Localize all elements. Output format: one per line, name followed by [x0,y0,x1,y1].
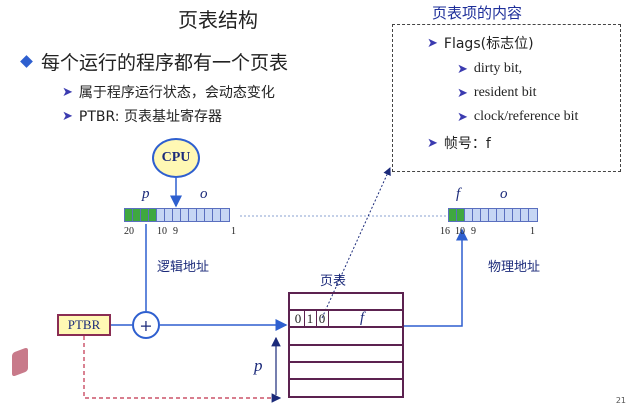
ptbr-dashed-line [83,336,282,403]
flag-text: resident bit [473,85,537,100]
flag-text: clock/reference bit [473,109,579,124]
offset-bit-cell [529,209,537,221]
p-offset-label: p [254,356,263,375]
page-bit-cell [133,209,141,221]
sub-bullet-1: ➤ 属于程序运行状态，会动态变化 [62,82,275,102]
offset-bit-cell [213,209,221,221]
sub-bullet-2: ➤ PTBR: 页表基址寄存器 [62,106,222,126]
logical-tick: 1 [231,226,236,237]
offset-bit-cell [473,209,481,221]
page-table-row [290,380,402,397]
arrow-bullet-icon: ➤ [457,85,468,100]
offset-bit-cell [205,209,213,221]
offset-bit-cell [505,209,513,221]
entry-bit: 1 [304,311,317,327]
physical-tick: 9 [471,226,476,237]
flag-text: dirty bit, [473,61,523,76]
flags-item: ➤ Flags(标志位) [427,33,534,53]
physical-f-label: f [456,186,461,202]
arrow-bullet-icon: ➤ [427,135,438,151]
main-bullet: 每个运行的程序都有一个页表 [20,48,289,75]
page-bit-cell [149,209,157,221]
logical-address-label: 逻辑地址 [157,260,210,275]
entry-content-panel: ➤ Flags(标志位) ➤ dirty bit, ➤ resident bit… [392,24,621,172]
logical-tick: 10 [157,226,167,237]
logical-o-label: o [200,186,208,202]
frame-text: 帧号：f [443,136,491,152]
ptbr-register: PTBR [57,314,111,336]
panel-title: 页表项的内容 [432,4,523,22]
offset-bit-cell [173,209,181,221]
arrow-bullet-icon: ➤ [62,84,73,100]
offset-bit-cell [157,209,165,221]
flag-item: ➤ resident bit [457,85,537,101]
sub-bullet-text: PTBR: 页表基址寄存器 [78,109,222,125]
page-bit-cell [125,209,133,221]
cpu-node: CPU [152,138,200,178]
offset-bit-cell [165,209,173,221]
flag-item: ➤ dirty bit, [457,61,522,77]
page-number: 21 [615,396,626,405]
arrow-bullet-icon: ➤ [62,108,73,124]
offset-bit-cell [489,209,497,221]
page-table-row [290,363,402,380]
logical-address-bits [124,208,230,222]
offset-bit-cell [521,209,529,221]
frame-item: ➤ 帧号：f [427,133,491,153]
page-bit-cell [141,209,149,221]
entry-to-panel-dotted [321,167,391,319]
offset-bit-cell [481,209,489,221]
page-bit-cell [457,209,465,221]
page-table-label: 页表 [320,274,347,289]
arrow-bullet-icon: ➤ [427,35,438,51]
logical-p-label: p [142,186,150,202]
physical-address-bits [448,208,538,222]
offset-bit-cell [197,209,205,221]
offset-bit-cell [513,209,521,221]
entry-bit: 0 [316,311,329,327]
physical-tick: 16 [440,226,450,237]
physical-tick: 10 [455,226,465,237]
adder-node: + [132,311,160,339]
page-table-row [290,328,402,346]
page-title: 页表结构 [178,8,258,32]
page-table: 0 1 0 f [288,292,404,398]
entry-bit: 0 [292,311,305,327]
offset-bit-cell [497,209,505,221]
flags-text: Flags(标志位) [443,36,534,52]
arrow-bullet-icon: ➤ [457,109,468,124]
logical-tick: 9 [173,226,178,237]
table-to-physical-arrow [404,228,468,327]
offset-bit-cell [221,209,229,221]
page-table-row [290,294,402,312]
page-table-row [290,346,402,363]
page-table-entry: 0 1 0 f [290,310,402,329]
sub-bullet-text: 属于程序运行状态，会动态变化 [78,85,275,101]
physical-o-label: o [500,186,508,202]
page-bit-cell [449,209,457,221]
flag-item: ➤ clock/reference bit [457,109,578,125]
offset-bit-cell [189,209,197,221]
physical-address-label: 物理地址 [488,260,541,275]
physical-tick: 1 [530,226,535,237]
logical-tick: 20 [124,226,134,237]
entry-frame-label: f [360,310,365,327]
offset-bit-cell [181,209,189,221]
arrow-bullet-icon: ➤ [457,61,468,76]
offset-bit-cell [465,209,473,221]
main-bullet-text: 每个运行的程序都有一个页表 [41,52,289,74]
